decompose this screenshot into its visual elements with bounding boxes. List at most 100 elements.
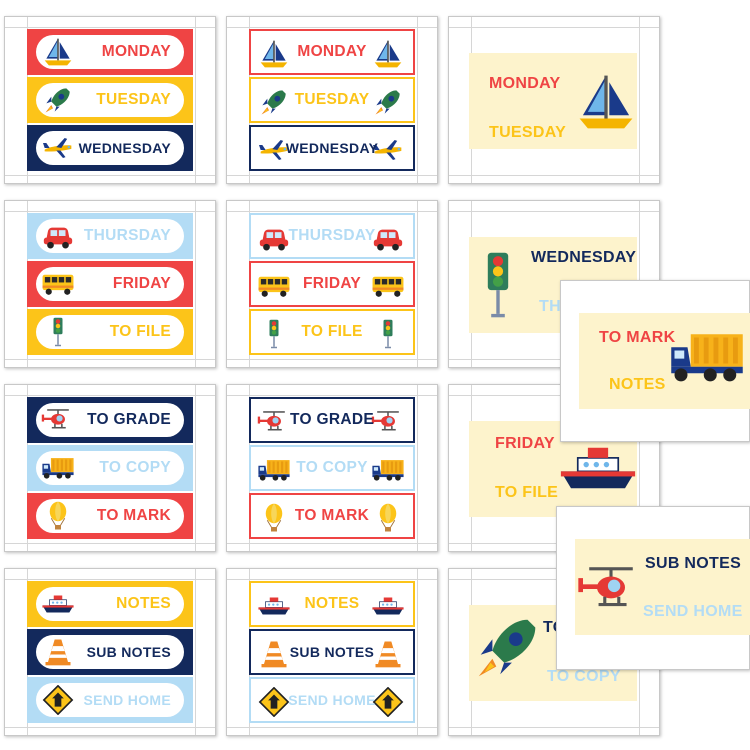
traffic-light-icon bbox=[41, 317, 75, 347]
cut-guide bbox=[5, 211, 215, 212]
label-strip[interactable]: MONDAY bbox=[249, 29, 415, 75]
airplane-icon bbox=[41, 133, 75, 163]
cut-guide bbox=[227, 543, 437, 544]
cut-guide bbox=[5, 359, 215, 360]
strip-label: SUB NOTES bbox=[86, 644, 171, 660]
label-strip-card-outline: THURSDAY FRIDAY TO FILE bbox=[226, 200, 438, 368]
car-icon bbox=[41, 221, 75, 251]
cut-guide bbox=[227, 359, 437, 360]
strip-label: SUB NOTES bbox=[289, 644, 375, 660]
traffic-light-icon bbox=[371, 319, 405, 349]
label-strip[interactable]: NOTES bbox=[27, 581, 193, 627]
strip-label: TO MARK bbox=[294, 507, 370, 524]
strip-label: TUESDAY bbox=[294, 91, 370, 108]
strip-label: TO COPY bbox=[296, 459, 368, 476]
cut-guide bbox=[449, 27, 659, 28]
helicopter-icon bbox=[257, 407, 291, 437]
sailboat-icon bbox=[371, 39, 405, 69]
bus-icon bbox=[257, 271, 291, 301]
cut-guide bbox=[227, 727, 437, 728]
ship-icon bbox=[371, 591, 405, 621]
airplane-icon bbox=[257, 135, 291, 165]
label-strip-card-outline: TO GRADE TO COPY TO MARK bbox=[226, 384, 438, 552]
rocket-icon bbox=[371, 87, 405, 117]
label-strip[interactable]: SEND HOME bbox=[249, 677, 415, 723]
cut-guide bbox=[639, 385, 640, 551]
label-strip[interactable]: TUESDAY bbox=[27, 77, 193, 123]
rocket-icon bbox=[469, 605, 547, 689]
strip-label: TO FILE bbox=[109, 323, 171, 340]
label-text-top: SUB NOTES bbox=[645, 555, 742, 572]
strip-label: SEND HOME bbox=[83, 692, 171, 708]
label-strip[interactable]: TO GRADE bbox=[27, 397, 193, 443]
label-strip[interactable]: WEDNESDAY bbox=[249, 125, 415, 171]
label-strip-card-outline: MONDAY TUESDAY WEDNESDAY bbox=[226, 16, 438, 184]
label-strip[interactable]: THURSDAY bbox=[249, 213, 415, 259]
truck-icon bbox=[371, 455, 405, 485]
label-strip[interactable]: THURSDAY bbox=[27, 213, 193, 259]
strip-label: TO FILE bbox=[301, 323, 363, 340]
cut-guide bbox=[5, 175, 215, 176]
cut-guide bbox=[195, 201, 196, 367]
cut-guide bbox=[227, 579, 437, 580]
label-strip[interactable]: TO MARK bbox=[249, 493, 415, 539]
cut-guide bbox=[195, 385, 196, 551]
label-strip[interactable]: SEND HOME bbox=[27, 677, 193, 723]
cut-guide bbox=[449, 727, 659, 728]
strip-label: MONDAY bbox=[101, 43, 171, 60]
label-text-bottom: TH bbox=[539, 298, 561, 315]
label-text-bottom: TO COPY bbox=[547, 668, 621, 685]
cut-guide bbox=[5, 395, 215, 396]
strip-label: NOTES bbox=[116, 595, 171, 612]
label-strip[interactable]: FRIDAY bbox=[27, 261, 193, 307]
traffic-cone-icon bbox=[41, 637, 75, 667]
rocket-icon bbox=[257, 87, 291, 117]
label-text-bottom: SEND HOME bbox=[643, 603, 743, 620]
ship-icon bbox=[41, 589, 75, 619]
strip-label: TO GRADE bbox=[87, 411, 171, 428]
cut-guide bbox=[639, 17, 640, 183]
label-strip[interactable]: TO MARK bbox=[27, 493, 193, 539]
label-strip[interactable]: SUB NOTES bbox=[249, 629, 415, 675]
cut-guide bbox=[227, 27, 437, 28]
cut-guide bbox=[449, 543, 659, 544]
ship-icon bbox=[257, 591, 291, 621]
strip-label: FRIDAY bbox=[302, 275, 362, 292]
cut-guide bbox=[449, 211, 659, 212]
label-strip[interactable]: MONDAY bbox=[27, 29, 193, 75]
sailboat-icon bbox=[257, 39, 291, 69]
cut-guide bbox=[195, 17, 196, 183]
label-strip-card-filled: TO GRADE TO COPY TO MARK bbox=[4, 384, 216, 552]
label-strip[interactable]: FRIDAY bbox=[249, 261, 415, 307]
label-text-bottom: TO FILE bbox=[495, 484, 559, 501]
label-strip[interactable]: SUB NOTES bbox=[27, 629, 193, 675]
strip-label: THURSDAY bbox=[83, 227, 171, 244]
road-sign-icon bbox=[371, 687, 405, 717]
label-strip[interactable]: TO GRADE bbox=[249, 397, 415, 443]
label-strip[interactable]: TUESDAY bbox=[249, 77, 415, 123]
helicopter-icon bbox=[41, 405, 75, 435]
helicopter-icon bbox=[575, 561, 647, 617]
traffic-cone-icon bbox=[371, 639, 405, 669]
label-strip[interactable]: NOTES bbox=[249, 581, 415, 627]
label-text-bottom: NOTES bbox=[609, 376, 666, 393]
label-strip[interactable]: TO FILE bbox=[249, 309, 415, 355]
cut-guide bbox=[227, 395, 437, 396]
truck-icon bbox=[665, 331, 749, 383]
cut-guide bbox=[417, 17, 418, 183]
sailboat-icon bbox=[573, 59, 639, 145]
traffic-light-icon bbox=[257, 319, 291, 349]
strip-label: FRIDAY bbox=[112, 275, 171, 292]
airplane-icon bbox=[371, 135, 405, 165]
label-strip[interactable]: TO FILE bbox=[27, 309, 193, 355]
label-strip[interactable]: TO COPY bbox=[27, 445, 193, 491]
cut-guide bbox=[227, 175, 437, 176]
cut-guide bbox=[417, 385, 418, 551]
hot-air-balloon-icon bbox=[41, 501, 75, 531]
label-strip[interactable]: TO COPY bbox=[249, 445, 415, 491]
strip-label: TO COPY bbox=[99, 459, 171, 476]
cut-guide bbox=[449, 579, 659, 580]
label-strip[interactable]: WEDNESDAY bbox=[27, 125, 193, 171]
cut-guide bbox=[449, 359, 659, 360]
